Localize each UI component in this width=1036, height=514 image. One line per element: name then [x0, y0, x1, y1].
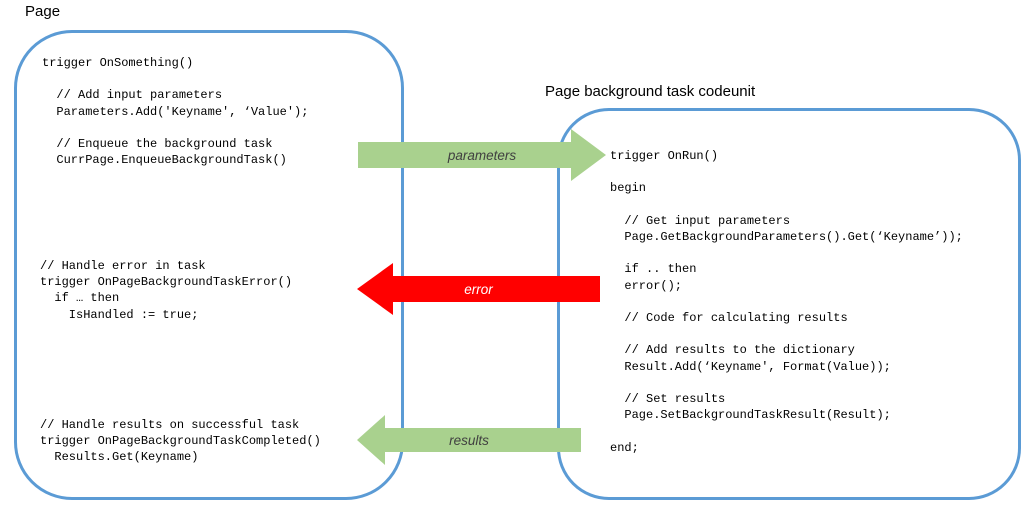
error-arrow-label: error [464, 281, 493, 297]
page-trigger-code: trigger OnSomething() // Add input param… [42, 56, 309, 168]
codeunit-box [557, 108, 1021, 500]
right-panel-title: Page background task codeunit [545, 83, 756, 100]
left-panel-title: Page [25, 3, 61, 20]
results-arrow: results [357, 415, 581, 465]
left-arrow-icon [357, 263, 600, 315]
right-arrow-icon [358, 129, 606, 181]
left-arrow-icon [357, 415, 581, 465]
parameters-arrow: parameters [358, 129, 606, 181]
results-arrow-label: results [449, 432, 489, 448]
page-error-handler-code: // Handle error in task trigger OnPageBa… [40, 259, 293, 322]
codeunit-code: trigger OnRun() begin // Get input param… [610, 149, 963, 455]
error-arrow: error [357, 263, 600, 315]
parameters-arrow-label: parameters [447, 147, 517, 163]
page-results-handler-code: // Handle results on successful task tri… [40, 418, 321, 465]
page-box [14, 30, 404, 500]
